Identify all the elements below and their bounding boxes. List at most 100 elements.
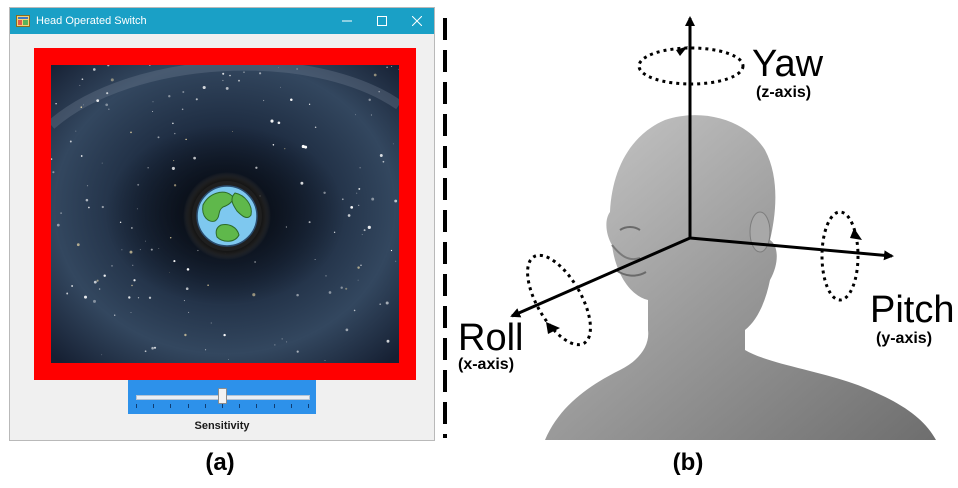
roll-label: Roll <box>458 317 524 359</box>
star <box>93 280 97 284</box>
star <box>81 78 84 81</box>
star <box>131 227 133 229</box>
x-axis-arrow <box>510 236 691 318</box>
star <box>130 131 132 134</box>
star <box>173 260 176 263</box>
yaw-axis-label: (z-axis) <box>756 84 812 101</box>
star <box>131 284 133 287</box>
star <box>382 160 385 163</box>
star <box>395 260 397 262</box>
star <box>386 66 388 69</box>
star <box>101 205 104 209</box>
sensitivity-slider[interactable] <box>128 380 316 414</box>
star <box>110 78 114 82</box>
star <box>286 341 288 343</box>
minimize-button[interactable] <box>330 8 364 34</box>
star <box>300 181 304 185</box>
star <box>129 250 133 254</box>
star <box>92 68 96 71</box>
star <box>210 322 212 324</box>
star <box>308 103 311 105</box>
star <box>183 300 185 302</box>
slider-tick <box>153 404 154 408</box>
title-bar[interactable]: Head Operated Switch <box>10 8 434 34</box>
star <box>270 119 274 123</box>
star <box>341 198 344 201</box>
star <box>356 192 358 194</box>
star <box>279 86 281 88</box>
star <box>181 108 184 111</box>
star <box>101 354 103 356</box>
close-icon <box>412 16 422 26</box>
star <box>272 144 275 146</box>
star <box>255 166 258 169</box>
star <box>56 223 60 227</box>
star <box>193 156 196 160</box>
star <box>79 84 81 86</box>
roll-axis-label: (x-axis) <box>458 356 515 373</box>
star <box>139 249 141 251</box>
star <box>137 183 140 186</box>
star <box>243 71 245 73</box>
star <box>174 132 176 135</box>
roll-rotation-icon <box>526 253 592 347</box>
pitch-axis-label: (y-axis) <box>876 330 933 347</box>
star <box>105 103 109 107</box>
star <box>83 104 85 106</box>
star <box>107 65 110 67</box>
star <box>173 184 177 187</box>
star <box>238 79 240 82</box>
star <box>157 136 160 139</box>
star <box>390 249 393 252</box>
star <box>114 314 116 316</box>
star <box>284 148 286 150</box>
star <box>195 98 198 101</box>
slider-tick <box>136 404 137 408</box>
star <box>93 299 96 303</box>
star <box>296 293 299 297</box>
slider-tick <box>222 404 223 408</box>
star <box>357 279 359 281</box>
star <box>86 185 89 187</box>
star <box>391 66 393 67</box>
star <box>132 264 134 266</box>
star <box>345 287 348 290</box>
star <box>252 293 256 297</box>
close-button[interactable] <box>400 8 434 34</box>
star <box>52 171 55 174</box>
yaw-label: Yaw <box>752 43 824 85</box>
slider-tick <box>274 404 275 408</box>
star <box>130 311 132 314</box>
star <box>80 155 83 157</box>
star <box>103 274 106 277</box>
star <box>378 90 380 93</box>
star <box>359 167 361 169</box>
head-model <box>545 115 936 440</box>
star <box>370 114 372 116</box>
star <box>323 191 326 195</box>
star <box>152 111 154 112</box>
star <box>121 249 123 251</box>
pitch-label: Pitch <box>870 289 955 331</box>
star <box>285 226 287 228</box>
maximize-button[interactable] <box>365 8 399 34</box>
star <box>111 265 113 267</box>
caption-b: (b) <box>672 449 704 476</box>
star <box>168 95 171 98</box>
slider-ticks <box>136 404 310 409</box>
star <box>296 350 299 353</box>
pitch-rotation-icon <box>820 210 862 302</box>
star <box>80 106 83 108</box>
star <box>96 279 99 282</box>
panel-divider <box>443 18 447 438</box>
star <box>172 122 174 125</box>
star <box>254 261 257 263</box>
star <box>355 114 356 116</box>
star <box>314 259 316 260</box>
slider-thumb[interactable] <box>218 388 227 404</box>
star <box>392 143 394 145</box>
star <box>76 243 80 247</box>
star <box>308 221 311 224</box>
star <box>137 297 140 299</box>
head-axes-diagram <box>510 16 936 440</box>
